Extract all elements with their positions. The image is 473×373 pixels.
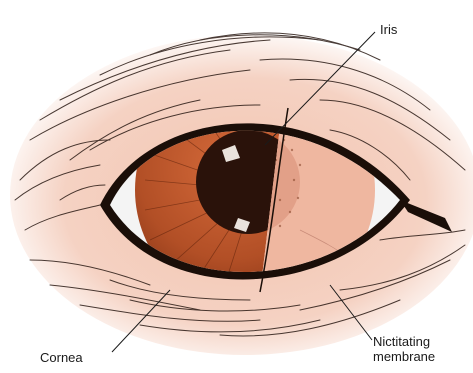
nictitating-label-line2: membrane: [373, 349, 435, 364]
cornea-label: Cornea: [40, 350, 83, 365]
nictitating-membrane-label: Nictitating membrane: [373, 334, 435, 364]
nictitating-label-line1: Nictitating: [373, 334, 435, 349]
iris-label: Iris: [380, 22, 397, 37]
